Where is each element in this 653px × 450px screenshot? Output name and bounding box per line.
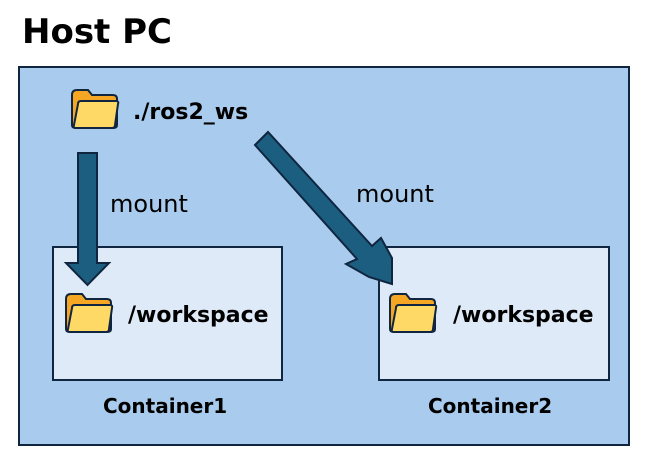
folder-icon bbox=[71, 89, 120, 129]
folder-icon bbox=[65, 293, 114, 333]
mount-arrow-1 bbox=[63, 152, 112, 287]
folder-icon bbox=[389, 293, 438, 333]
container2-caption: Container2 bbox=[428, 394, 553, 418]
container1-caption: Container1 bbox=[103, 394, 228, 418]
container2-folder-label: /workspace bbox=[453, 303, 594, 328]
mount-label-1: mount bbox=[110, 190, 188, 218]
container1-folder-label: /workspace bbox=[128, 303, 269, 328]
mount-arrow-2 bbox=[253, 130, 393, 286]
host-folder-label: ./ros2_ws bbox=[133, 100, 249, 125]
mount-label-2: mount bbox=[356, 180, 434, 208]
page-title: Host PC bbox=[22, 12, 173, 52]
